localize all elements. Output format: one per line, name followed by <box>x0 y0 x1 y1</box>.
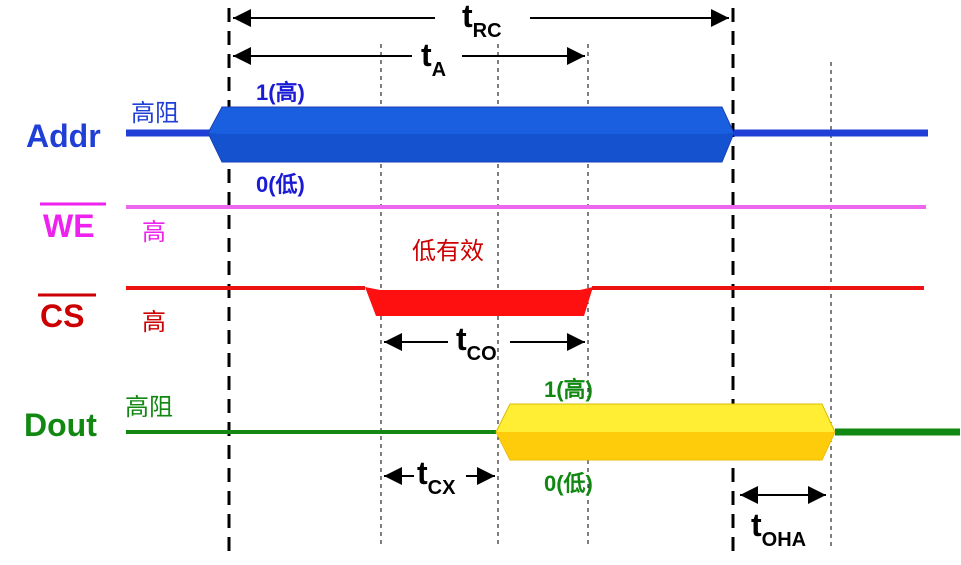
dout-label: Dout <box>24 407 97 443</box>
dout-low-label: 0(低) <box>544 471 593 496</box>
dout-bus-shade <box>496 432 835 460</box>
addr-left-state: 高阻 <box>131 99 179 127</box>
addr-high-label: 1(高) <box>256 80 305 105</box>
ta-label: tA <box>421 37 446 81</box>
toha-label: tOHA <box>751 507 806 551</box>
dout-left-state: 高阻 <box>125 393 173 421</box>
addr-label: Addr <box>26 118 101 154</box>
dout-high-label: 1(高) <box>544 377 593 402</box>
tcx-label: tCX <box>417 455 456 499</box>
cs-label: CS <box>40 298 84 334</box>
we-label: WE <box>43 208 95 244</box>
addr-low-label: 0(低) <box>256 172 305 197</box>
we-state: 高 <box>142 218 166 246</box>
tco-label: tCO <box>456 321 497 365</box>
cs-active-pulse <box>365 287 593 316</box>
cs-active-label: 低有效 <box>412 237 484 265</box>
cs-state: 高 <box>142 308 166 336</box>
trc-label: tRC <box>462 0 502 42</box>
addr-bus-shade <box>208 133 734 162</box>
